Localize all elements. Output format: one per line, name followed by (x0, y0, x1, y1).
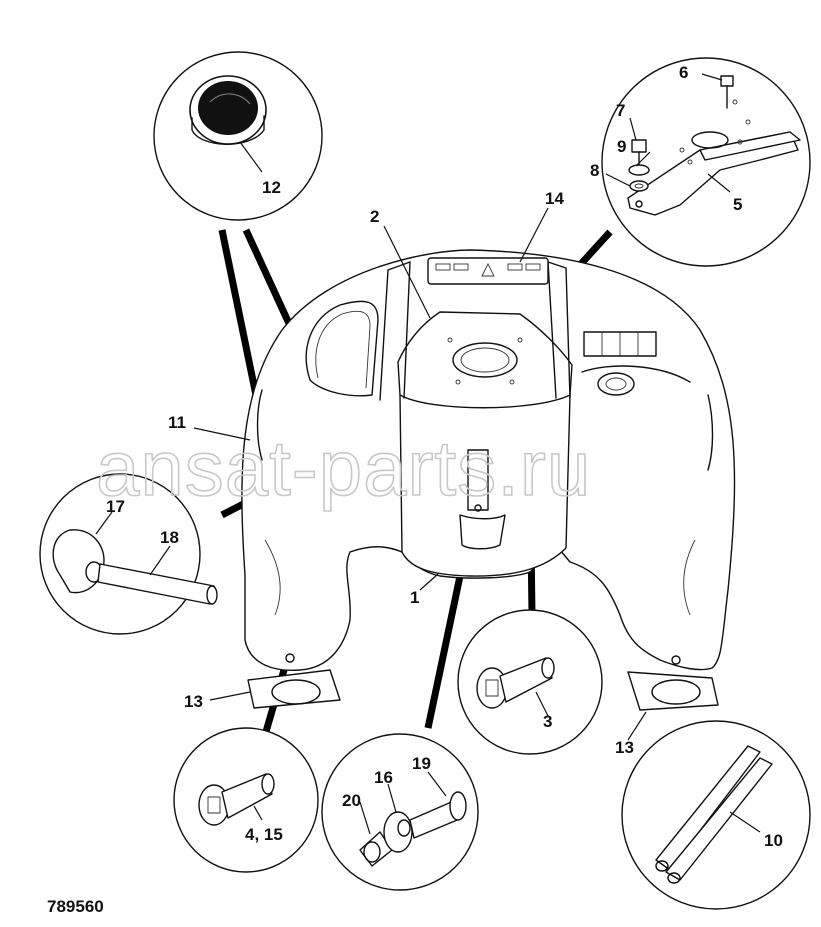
detail-circle-17-18 (39, 473, 218, 635)
callout-9: 9 (617, 137, 626, 156)
callout-labels: 1 2 3 4, 15 5 6 7 8 9 10 11 12 13 13 14 … (106, 63, 783, 850)
callout-20: 20 (342, 791, 361, 810)
detail-circle-bracket (601, 57, 811, 267)
callout-6: 6 (679, 63, 688, 82)
watermark-text: ansat-parts.ru (96, 424, 591, 512)
callout-8: 8 (590, 161, 599, 180)
callout-2: 2 (370, 207, 379, 226)
callout-1: 1 (410, 588, 419, 607)
detail-circle-10 (621, 720, 811, 910)
callout-10: 10 (764, 831, 783, 850)
callout-14: 14 (545, 189, 564, 208)
detail-circle-4-15 (173, 727, 319, 873)
callout-4-15: 4, 15 (245, 825, 283, 844)
figure-number: 789560 (47, 897, 104, 916)
callout-7: 7 (616, 101, 625, 120)
callout-13-right: 13 (615, 738, 634, 757)
detail-circle-3 (457, 609, 603, 755)
detail-circle-16-19-20 (321, 733, 479, 891)
callout-18: 18 (160, 528, 179, 547)
callout-5: 5 (733, 195, 742, 214)
callout-19: 19 (412, 754, 431, 773)
callout-17: 17 (106, 497, 125, 516)
callout-12: 12 (262, 178, 281, 197)
body-assembly (241, 249, 736, 711)
callout-13-left: 13 (184, 692, 203, 711)
assembly-leaders (193, 207, 647, 741)
detail-circle-12 (153, 51, 323, 221)
callout-16: 16 (374, 768, 393, 787)
callout-3: 3 (543, 712, 552, 731)
callout-11: 11 (168, 413, 186, 432)
